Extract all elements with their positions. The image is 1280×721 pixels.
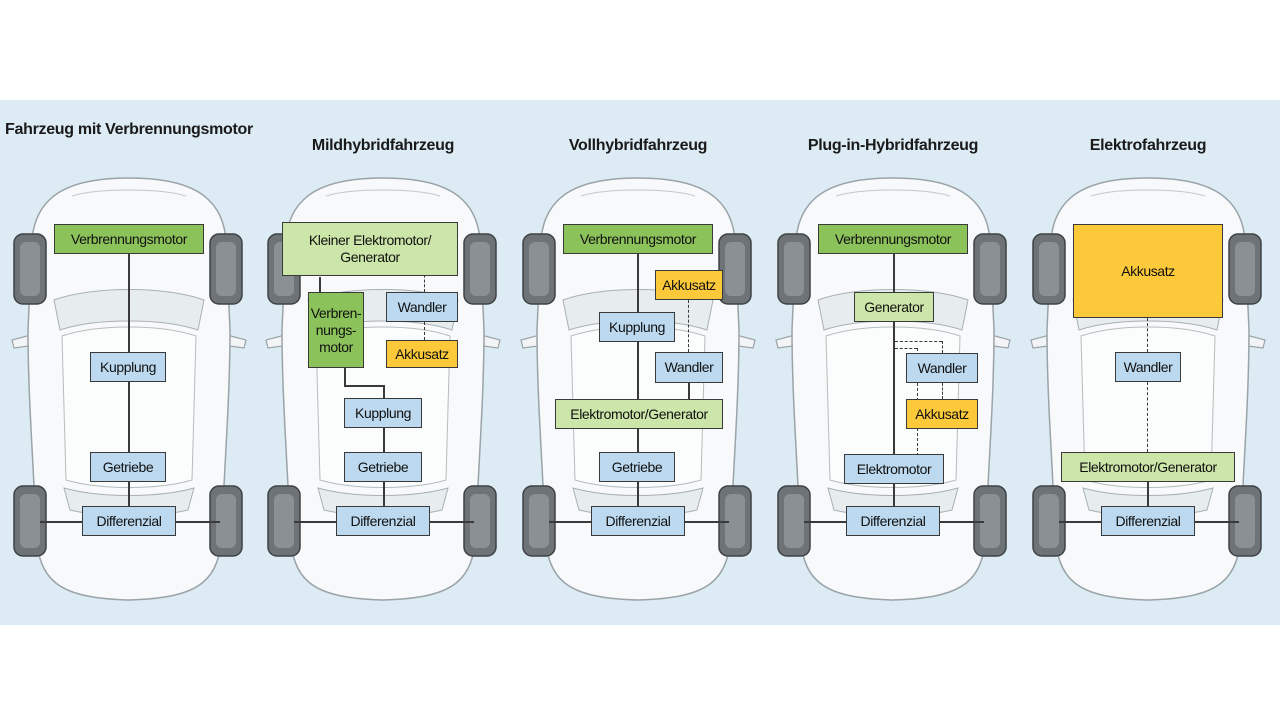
electric-link-dashed xyxy=(1147,382,1148,452)
wheel-front-right-tread xyxy=(980,242,1000,296)
battery-box: Akkusatz xyxy=(906,399,978,429)
vehicle-electric: Elektrofahrzeug Akkusatz Wandler Elektro… xyxy=(1021,100,1275,625)
converter-box: Wandler xyxy=(906,353,978,383)
vehicle-full-hybrid: Vollhybridfahrzeug Verbrennungsmotor Akk… xyxy=(511,100,765,625)
vehicle-title-text: Mildhybridfahrzeug xyxy=(311,137,455,154)
electric-link-dashed xyxy=(895,348,917,349)
battery-box: Akkusatz xyxy=(1073,224,1223,318)
wheel-rear-left-tread xyxy=(1039,494,1059,548)
vehicle-title: Elektrofahrzeug xyxy=(1021,136,1275,155)
engine-box: Verbren- nungs- motor xyxy=(308,292,364,368)
electric-link-dashed xyxy=(942,383,943,399)
converter-box: Wandler xyxy=(1115,352,1181,382)
motor-generator-box: Elektromotor/Generator xyxy=(1061,452,1235,482)
electric-link-dashed xyxy=(424,322,425,340)
electric-link-dashed xyxy=(688,300,689,352)
wheel-front-right-tread xyxy=(1235,242,1255,296)
drive-shaft-line xyxy=(893,484,895,514)
wheel-front-right-tread xyxy=(725,242,745,296)
converter-box: Wandler xyxy=(386,292,458,322)
vehicle-title-text: Elektrofahrzeug xyxy=(1089,137,1207,154)
wheel-front-right-tread xyxy=(470,242,490,296)
differential-box: Differenzial xyxy=(591,506,685,536)
vehicle-mild-hybrid: Mildhybridfahrzeug Kleiner Elektromotor/… xyxy=(256,100,510,625)
wheel-front-left-tread xyxy=(1039,242,1059,296)
drive-shaft-line xyxy=(383,385,385,515)
hood-line xyxy=(1090,189,1206,197)
vehicle-title-text: Fahrzeug mit Verbrennungsmotor xyxy=(5,121,253,138)
wheel-rear-left-tread xyxy=(274,494,294,548)
engine-box: Verbrennungsmotor xyxy=(818,224,968,254)
link-line xyxy=(688,383,690,399)
wheel-rear-left-tread xyxy=(784,494,804,548)
engine-box: Verbrennungsmotor xyxy=(563,224,713,254)
converter-box: Wandler xyxy=(655,352,723,383)
wheel-front-left-tread xyxy=(20,242,40,296)
battery-box: Akkusatz xyxy=(386,340,458,368)
electric-motor-box: Elektromotor xyxy=(844,454,944,484)
generator-box: Generator xyxy=(854,292,934,322)
link-line xyxy=(344,368,346,386)
differential-box: Differenzial xyxy=(1101,506,1195,536)
engine-box: Verbrennungsmotor xyxy=(54,224,204,254)
wheel-front-left-tread xyxy=(529,242,549,296)
differential-box: Differenzial xyxy=(336,506,430,536)
clutch-box: Kupplung xyxy=(599,312,675,342)
vehicle-title: Fahrzeug mit Verbrennungsmotor xyxy=(2,120,256,139)
vehicle-title: Vollhybridfahrzeug xyxy=(511,136,765,155)
drive-shaft-line xyxy=(128,254,130,514)
vehicle-title-text: Plug-in-Hybridfahrzeug xyxy=(807,137,979,154)
drive-shaft-line xyxy=(1147,482,1149,514)
car-outline xyxy=(265,177,501,601)
wheel-rear-right-tread xyxy=(470,494,490,548)
vehicle-title: Plug-in-Hybridfahrzeug xyxy=(766,136,1020,155)
wheel-rear-right-tread xyxy=(216,494,236,548)
vehicle-title: Mildhybridfahrzeug xyxy=(256,136,510,155)
clutch-box: Kupplung xyxy=(90,352,166,382)
link-line xyxy=(344,385,384,387)
electric-link-dashed xyxy=(1147,318,1148,352)
link-line xyxy=(319,277,321,293)
hood-line xyxy=(325,189,441,197)
vehicle-title-text: Vollhybridfahrzeug xyxy=(568,137,708,154)
drive-shaft-line xyxy=(637,254,639,516)
differential-box: Differenzial xyxy=(846,506,940,536)
wheel-rear-left-tread xyxy=(529,494,549,548)
wheel-front-right-tread xyxy=(216,242,236,296)
clutch-box: Kupplung xyxy=(344,398,422,428)
small-motor-generator-box: Kleiner Elektromotor/ Generator xyxy=(282,222,458,276)
differential-box: Differenzial xyxy=(82,506,176,536)
hood-line xyxy=(580,189,696,197)
diagram-panel: Fahrzeug mit Verbrennungsmotor Verbrennu… xyxy=(0,100,1280,625)
gearbox-box: Getriebe xyxy=(90,452,166,482)
wheel-rear-right-tread xyxy=(1235,494,1255,548)
electric-link-dashed xyxy=(895,341,942,342)
link-line xyxy=(893,254,895,292)
battery-box: Akkusatz xyxy=(655,270,723,300)
hood-line xyxy=(835,189,951,197)
wheel-rear-right-tread xyxy=(980,494,1000,548)
vehicle-plugin-hybrid: Plug-in-Hybridfahrzeug Verbrennungsmotor… xyxy=(766,100,1020,625)
gearbox-box: Getriebe xyxy=(599,452,675,482)
vehicle-combustion: Fahrzeug mit Verbrennungsmotor Verbrennu… xyxy=(2,100,256,625)
motor-generator-box: Elektromotor/Generator xyxy=(555,399,723,429)
electric-link-dashed xyxy=(942,341,943,353)
wheel-front-left-tread xyxy=(784,242,804,296)
gearbox-box: Getriebe xyxy=(344,452,422,482)
link-line xyxy=(893,322,895,454)
hood-line xyxy=(71,189,187,197)
wheel-rear-left-tread xyxy=(20,494,40,548)
wheel-rear-right-tread xyxy=(725,494,745,548)
